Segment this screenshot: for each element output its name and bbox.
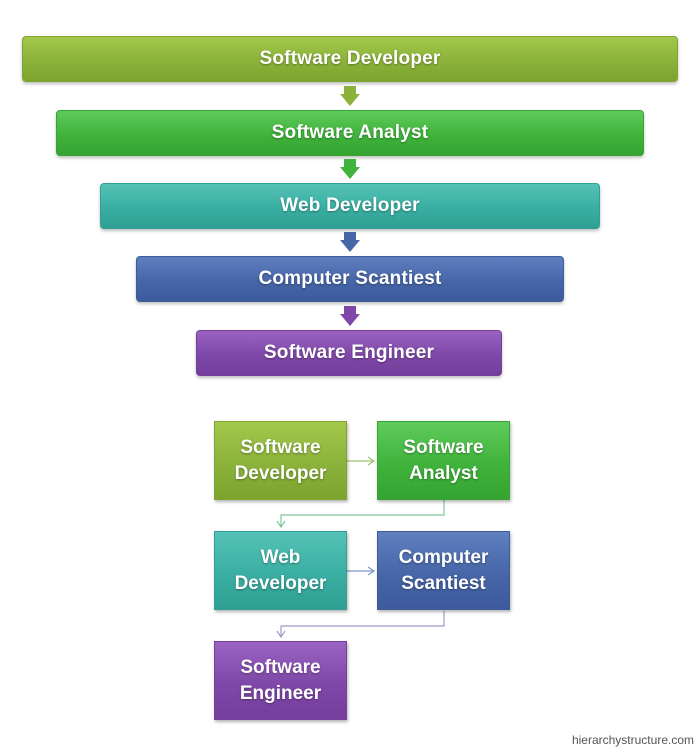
level-label: Software Developer <box>259 48 441 69</box>
level-bar-computer-scantiest: Computer Scantiest <box>136 256 564 302</box>
watermark-text: hierarchystructure.com <box>571 733 694 747</box>
down-arrow-icon <box>340 306 360 326</box>
flow-box-software-engineer: Software Engineer <box>214 641 347 720</box>
down-arrow-icon <box>340 159 360 179</box>
flow-box-software-analyst: Software Analyst <box>377 421 510 500</box>
level-bar-web-developer: Web Developer <box>100 183 600 229</box>
flow-box-label: Software Developer <box>234 436 327 484</box>
flow-box-web-developer: Web Developer <box>214 531 347 610</box>
flow-box-label: Computer Scantiest <box>398 546 489 594</box>
level-bar-software-analyst: Software Analyst <box>56 110 644 156</box>
level-bar-software-engineer: Software Engineer <box>196 330 502 376</box>
flow-box-computer-scantiest: Computer Scantiest <box>377 531 510 610</box>
flow-box-label: Software Analyst <box>403 436 484 484</box>
flow-box-label: Software Engineer <box>239 656 322 704</box>
level-label: Web Developer <box>280 195 420 216</box>
connector-arrow-icon <box>347 456 376 466</box>
flow-box-label: Web Developer <box>234 546 327 594</box>
connector-arrow-icon <box>276 611 445 639</box>
down-arrow-icon <box>340 86 360 106</box>
level-label: Software Engineer <box>263 342 435 363</box>
level-label: Computer Scantiest <box>258 268 442 289</box>
down-arrow-icon <box>340 232 360 252</box>
level-bar-software-developer: Software Developer <box>22 36 678 82</box>
flow-box-software-developer: Software Developer <box>214 421 347 500</box>
connector-arrow-icon <box>347 566 376 576</box>
connector-arrow-icon <box>276 500 445 529</box>
level-label: Software Analyst <box>271 122 429 143</box>
